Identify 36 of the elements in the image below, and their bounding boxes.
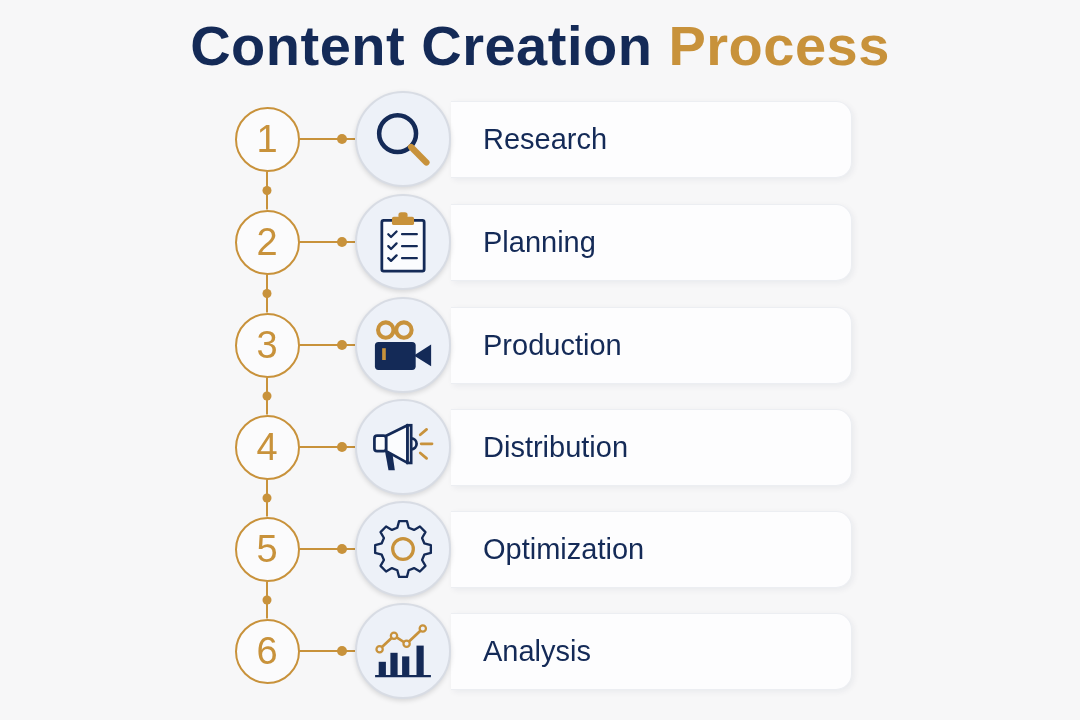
step-card	[451, 203, 852, 281]
connector-line	[298, 544, 356, 554]
icon-circle	[355, 297, 451, 393]
step-card	[451, 100, 852, 178]
connector-line	[266, 580, 268, 620]
icon-circle	[355, 399, 451, 495]
step-number: 6	[256, 631, 278, 671]
icon-circle	[355, 194, 451, 290]
step-number: 2	[256, 222, 278, 262]
step-card	[451, 510, 852, 588]
step-number: 3	[256, 325, 278, 365]
icon-circle	[355, 603, 451, 699]
connector-line	[266, 273, 268, 314]
connector-line	[298, 442, 356, 452]
connector-line	[298, 646, 356, 656]
step-card	[451, 612, 852, 690]
diagram-title: Content Creation Process	[190, 14, 890, 78]
step-label: Research	[483, 122, 608, 156]
icon-circle	[355, 501, 451, 597]
connector-line	[266, 478, 268, 518]
step-number: 5	[256, 529, 278, 569]
step-card	[451, 306, 852, 384]
step-label: Distribution	[483, 430, 629, 464]
step-label: Planning	[483, 225, 596, 259]
step-number: 1	[256, 119, 278, 159]
step-label: Analysis	[483, 634, 591, 668]
connector-line	[298, 340, 356, 350]
step-label: Optimization	[483, 532, 645, 566]
step-number: 4	[256, 427, 278, 467]
connector-line	[298, 134, 356, 144]
connector-line	[266, 170, 268, 211]
step-card	[451, 408, 852, 486]
step-label: Production	[483, 328, 622, 362]
connector-line	[298, 237, 356, 247]
icon-circle	[355, 91, 451, 187]
connector-line	[266, 376, 268, 416]
